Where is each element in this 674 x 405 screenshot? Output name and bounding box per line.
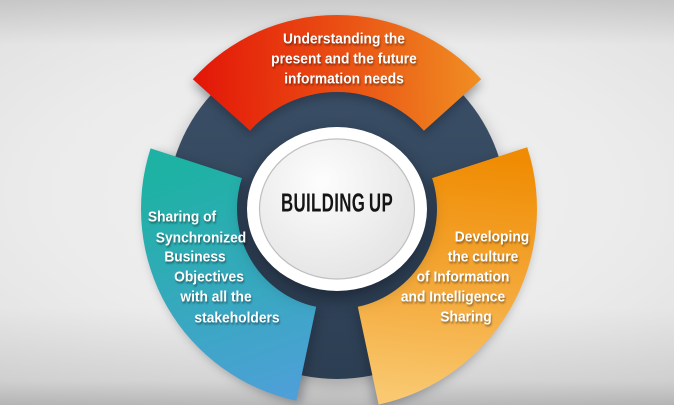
segment-right-line: of Information: [416, 268, 510, 286]
segment-left-line: stakeholders: [194, 309, 280, 327]
segment-left-line: Objectives: [174, 268, 244, 286]
hub-title: BUILDING UP: [280, 187, 394, 218]
hub-inner-disc: [258, 138, 416, 280]
segment-right-line: and Intelligence: [400, 288, 506, 306]
segment-right-line: Sharing: [440, 308, 492, 326]
segment-right-wedge: [357, 147, 537, 405]
segment-top-line: present and the future: [271, 50, 417, 68]
segment-left-line: with all the: [180, 288, 252, 306]
segment-top-wedge: [192, 14, 482, 131]
segment-top-line: Understanding the: [283, 30, 405, 48]
segment-right-line: Developing: [454, 228, 530, 246]
segment-left-line: Sharing of: [147, 208, 217, 226]
segment-left-line: Synchronized: [155, 229, 247, 247]
segment-left-line: Business: [164, 248, 226, 266]
segment-left-wedge: [141, 148, 317, 401]
segment-top-line: information needs: [284, 70, 404, 88]
segment-right-line: the culture: [447, 248, 519, 266]
